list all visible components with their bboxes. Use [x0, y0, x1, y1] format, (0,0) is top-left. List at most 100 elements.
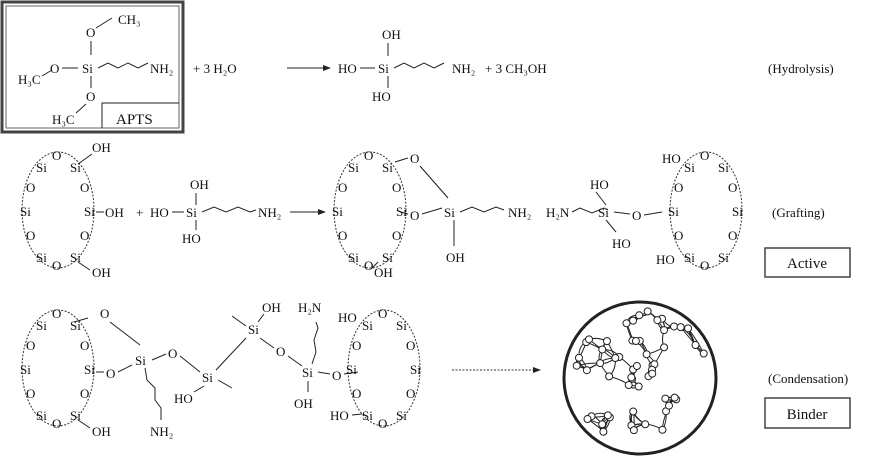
oxygen-atom: O	[728, 180, 737, 195]
oxygen-atom: O	[406, 338, 415, 353]
network-node	[585, 335, 594, 344]
svg-text:OH: OH	[374, 265, 393, 280]
silanetriol-reactant: OH HO Si NH₂ HO	[150, 177, 281, 246]
ring1-hydroxyls: OH OH OH	[77, 140, 124, 280]
svg-text:HO: HO	[590, 177, 609, 192]
svg-text:O: O	[632, 208, 641, 223]
plus-water: + 3 H₂O	[193, 61, 237, 76]
silicon-atom: Si	[362, 408, 373, 423]
oxygen-atom: O	[26, 180, 35, 195]
svg-text:O: O	[276, 344, 285, 359]
silicon-atom: Si	[668, 204, 679, 219]
oxygen-atom: O	[80, 386, 89, 401]
svg-text:Si: Si	[444, 205, 455, 220]
network-node	[676, 323, 685, 332]
network-node	[611, 354, 620, 363]
network-node	[684, 324, 693, 333]
ring3-hydroxyls: HO HO	[656, 151, 681, 267]
silicon-atom: Si	[362, 318, 373, 333]
condensation-step-label: (Condensation)	[768, 371, 848, 386]
silicon-atom: Si	[382, 250, 393, 265]
silicon-atom: Si	[20, 204, 31, 219]
network-node	[629, 426, 638, 435]
silicon-atom: Si	[718, 160, 729, 175]
apts-molecule: CH₃ O O H₃C Si NH₂ O H₃C	[18, 12, 173, 127]
svg-text:HO: HO	[330, 408, 349, 423]
oxygen-atom: O	[364, 258, 373, 273]
oxygen-atom: O	[80, 338, 89, 353]
silicon-atom: Si	[346, 362, 357, 377]
silicon-atom: Si	[70, 318, 81, 333]
svg-text:HO: HO	[182, 231, 201, 246]
network-node	[664, 401, 673, 410]
svg-text:OH: OH	[92, 265, 111, 280]
silicon-atom: Si	[396, 204, 407, 219]
network-node	[598, 420, 607, 429]
ring-outline	[21, 309, 95, 427]
silicon-atom: Si	[396, 408, 407, 423]
oxygen-atom: O	[700, 258, 709, 273]
silicon-atom: Si	[36, 408, 47, 423]
svg-text:OH: OH	[382, 27, 401, 42]
svg-text:H₃C: H₃C	[52, 112, 75, 127]
svg-text:H₂N: H₂N	[546, 205, 570, 220]
svg-text:HO: HO	[174, 391, 193, 406]
network-node	[641, 420, 650, 429]
oxygen-atom: O	[52, 148, 61, 163]
oxygen-atom: O	[364, 148, 373, 163]
oxygen-atom: O	[352, 338, 361, 353]
svg-text:Si: Si	[186, 205, 197, 220]
network-node	[632, 362, 641, 371]
oxygen-atom: O	[26, 228, 35, 243]
svg-text:O: O	[100, 306, 109, 321]
grafting-plus: +	[136, 205, 143, 220]
svg-text:HO: HO	[656, 252, 675, 267]
network-node	[699, 349, 708, 358]
svg-text:OH: OH	[105, 205, 124, 220]
svg-text:O: O	[86, 25, 95, 40]
ring-outline	[669, 151, 743, 269]
oxygen-atom: O	[700, 148, 709, 163]
network-node	[629, 407, 638, 416]
apts-box	[0, 0, 185, 134]
svg-text:NH₂: NH₂	[150, 61, 173, 76]
svg-text:HO: HO	[612, 236, 631, 251]
network-node	[653, 316, 662, 325]
oxygen-atom: O	[26, 386, 35, 401]
network-node	[603, 411, 612, 420]
oxygen-atom: O	[80, 180, 89, 195]
ring5-hydroxyls: HO HO	[330, 310, 363, 423]
oxygen-atom: O	[52, 258, 61, 273]
network-node	[631, 337, 640, 346]
oxygen-atom: O	[26, 338, 35, 353]
silicon-atom: Si	[732, 204, 743, 219]
silicon-atom: Si	[348, 250, 359, 265]
apts-label: APTS	[116, 112, 153, 128]
silicon-atom: Si	[84, 204, 95, 219]
oxygen-atom: O	[728, 228, 737, 243]
network-node	[602, 337, 611, 346]
silicon-atom: Si	[396, 318, 407, 333]
silicon-atom: Si	[348, 160, 359, 175]
silicon-atom: Si	[332, 204, 343, 219]
svg-text:OH: OH	[92, 424, 111, 439]
svg-text:HO: HO	[372, 89, 391, 104]
silicon-atom: Si	[410, 362, 421, 377]
svg-text:OH: OH	[262, 300, 281, 315]
network-node	[691, 341, 700, 350]
oxygen-atom: O	[338, 180, 347, 195]
svg-text:O: O	[410, 208, 419, 223]
network-node	[605, 372, 614, 381]
oxygen-atom: O	[52, 416, 61, 431]
oxygen-atom: O	[392, 180, 401, 195]
grafted-silane: O O Si NH₂ OH OH	[371, 151, 531, 280]
network-node	[582, 366, 591, 375]
network-node	[624, 381, 633, 390]
network-node	[596, 359, 605, 368]
svg-text:O: O	[332, 368, 341, 383]
network-node	[661, 394, 670, 403]
svg-text:Si: Si	[598, 205, 609, 220]
